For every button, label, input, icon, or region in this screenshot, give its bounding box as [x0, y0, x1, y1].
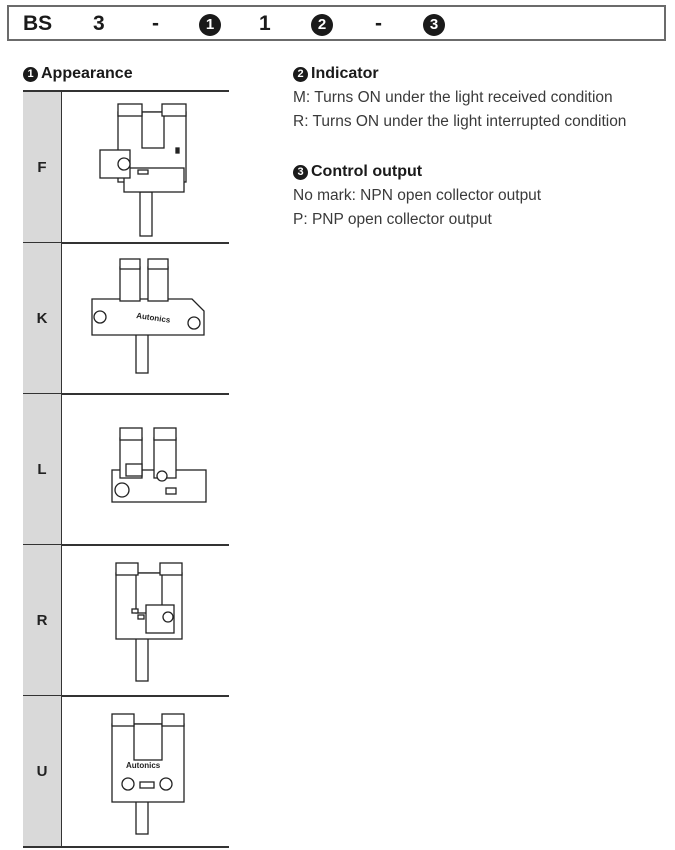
appearance-row-u: U Autonics: [23, 696, 229, 847]
table-bottom-rule: [23, 846, 229, 848]
table-top-rule: [23, 90, 229, 92]
number-1-badge: 1: [23, 67, 38, 82]
pn-field-2-marker: 2: [311, 14, 333, 36]
pn-field-3-marker: 3: [423, 14, 445, 36]
indicator-line-m: M: Turns ON under the light received con…: [293, 89, 613, 106]
sensor-u-image: Autonics: [61, 696, 229, 847]
row-label-r: R: [23, 545, 61, 696]
indicator-title: Indicator: [311, 65, 379, 82]
appearance-row-l: L: [23, 394, 229, 545]
control-output-line-npn: No mark: NPN open collector output: [293, 187, 542, 204]
appearance-table: F K: [23, 90, 229, 848]
number-2-badge: 2: [293, 67, 308, 82]
row-label-l: L: [23, 394, 61, 545]
pn-fixed-digit: 1: [259, 12, 271, 35]
sensor-f-image: [61, 92, 229, 243]
pn-prefix: BS: [23, 12, 53, 35]
control-output-line-pnp: P: PNP open collector output: [293, 211, 492, 228]
pn-dash-2: -: [375, 12, 382, 35]
pn-dash-1: -: [152, 12, 159, 35]
appearance-row-r: R: [23, 545, 229, 696]
row-label-f: F: [23, 92, 61, 243]
table-rule: [23, 544, 229, 546]
pn-field-1-marker: 1: [199, 14, 221, 36]
part-number-box: BS 3 - 1 1 2 - 3: [7, 5, 666, 41]
sensor-k-image: Autonics: [61, 243, 229, 394]
appearance-row-k: K Autonics: [23, 243, 229, 394]
pn-series: 3: [93, 12, 105, 35]
sensor-r-image: [61, 545, 229, 696]
table-rule: [23, 393, 229, 395]
table-rule: [23, 695, 229, 697]
appearance-title: Appearance: [41, 65, 133, 82]
indicator-line-r: R: Turns ON under the light interrupted …: [293, 113, 627, 130]
sensor-l-image: [61, 394, 229, 545]
row-label-u: U: [23, 696, 61, 847]
appearance-row-f: F: [23, 92, 229, 243]
table-rule: [23, 242, 229, 244]
control-output-title: Control output: [311, 163, 423, 180]
row-label-k: K: [23, 243, 61, 394]
number-3-badge: 3: [293, 165, 308, 180]
product-marking-u: Autonics: [126, 761, 161, 770]
